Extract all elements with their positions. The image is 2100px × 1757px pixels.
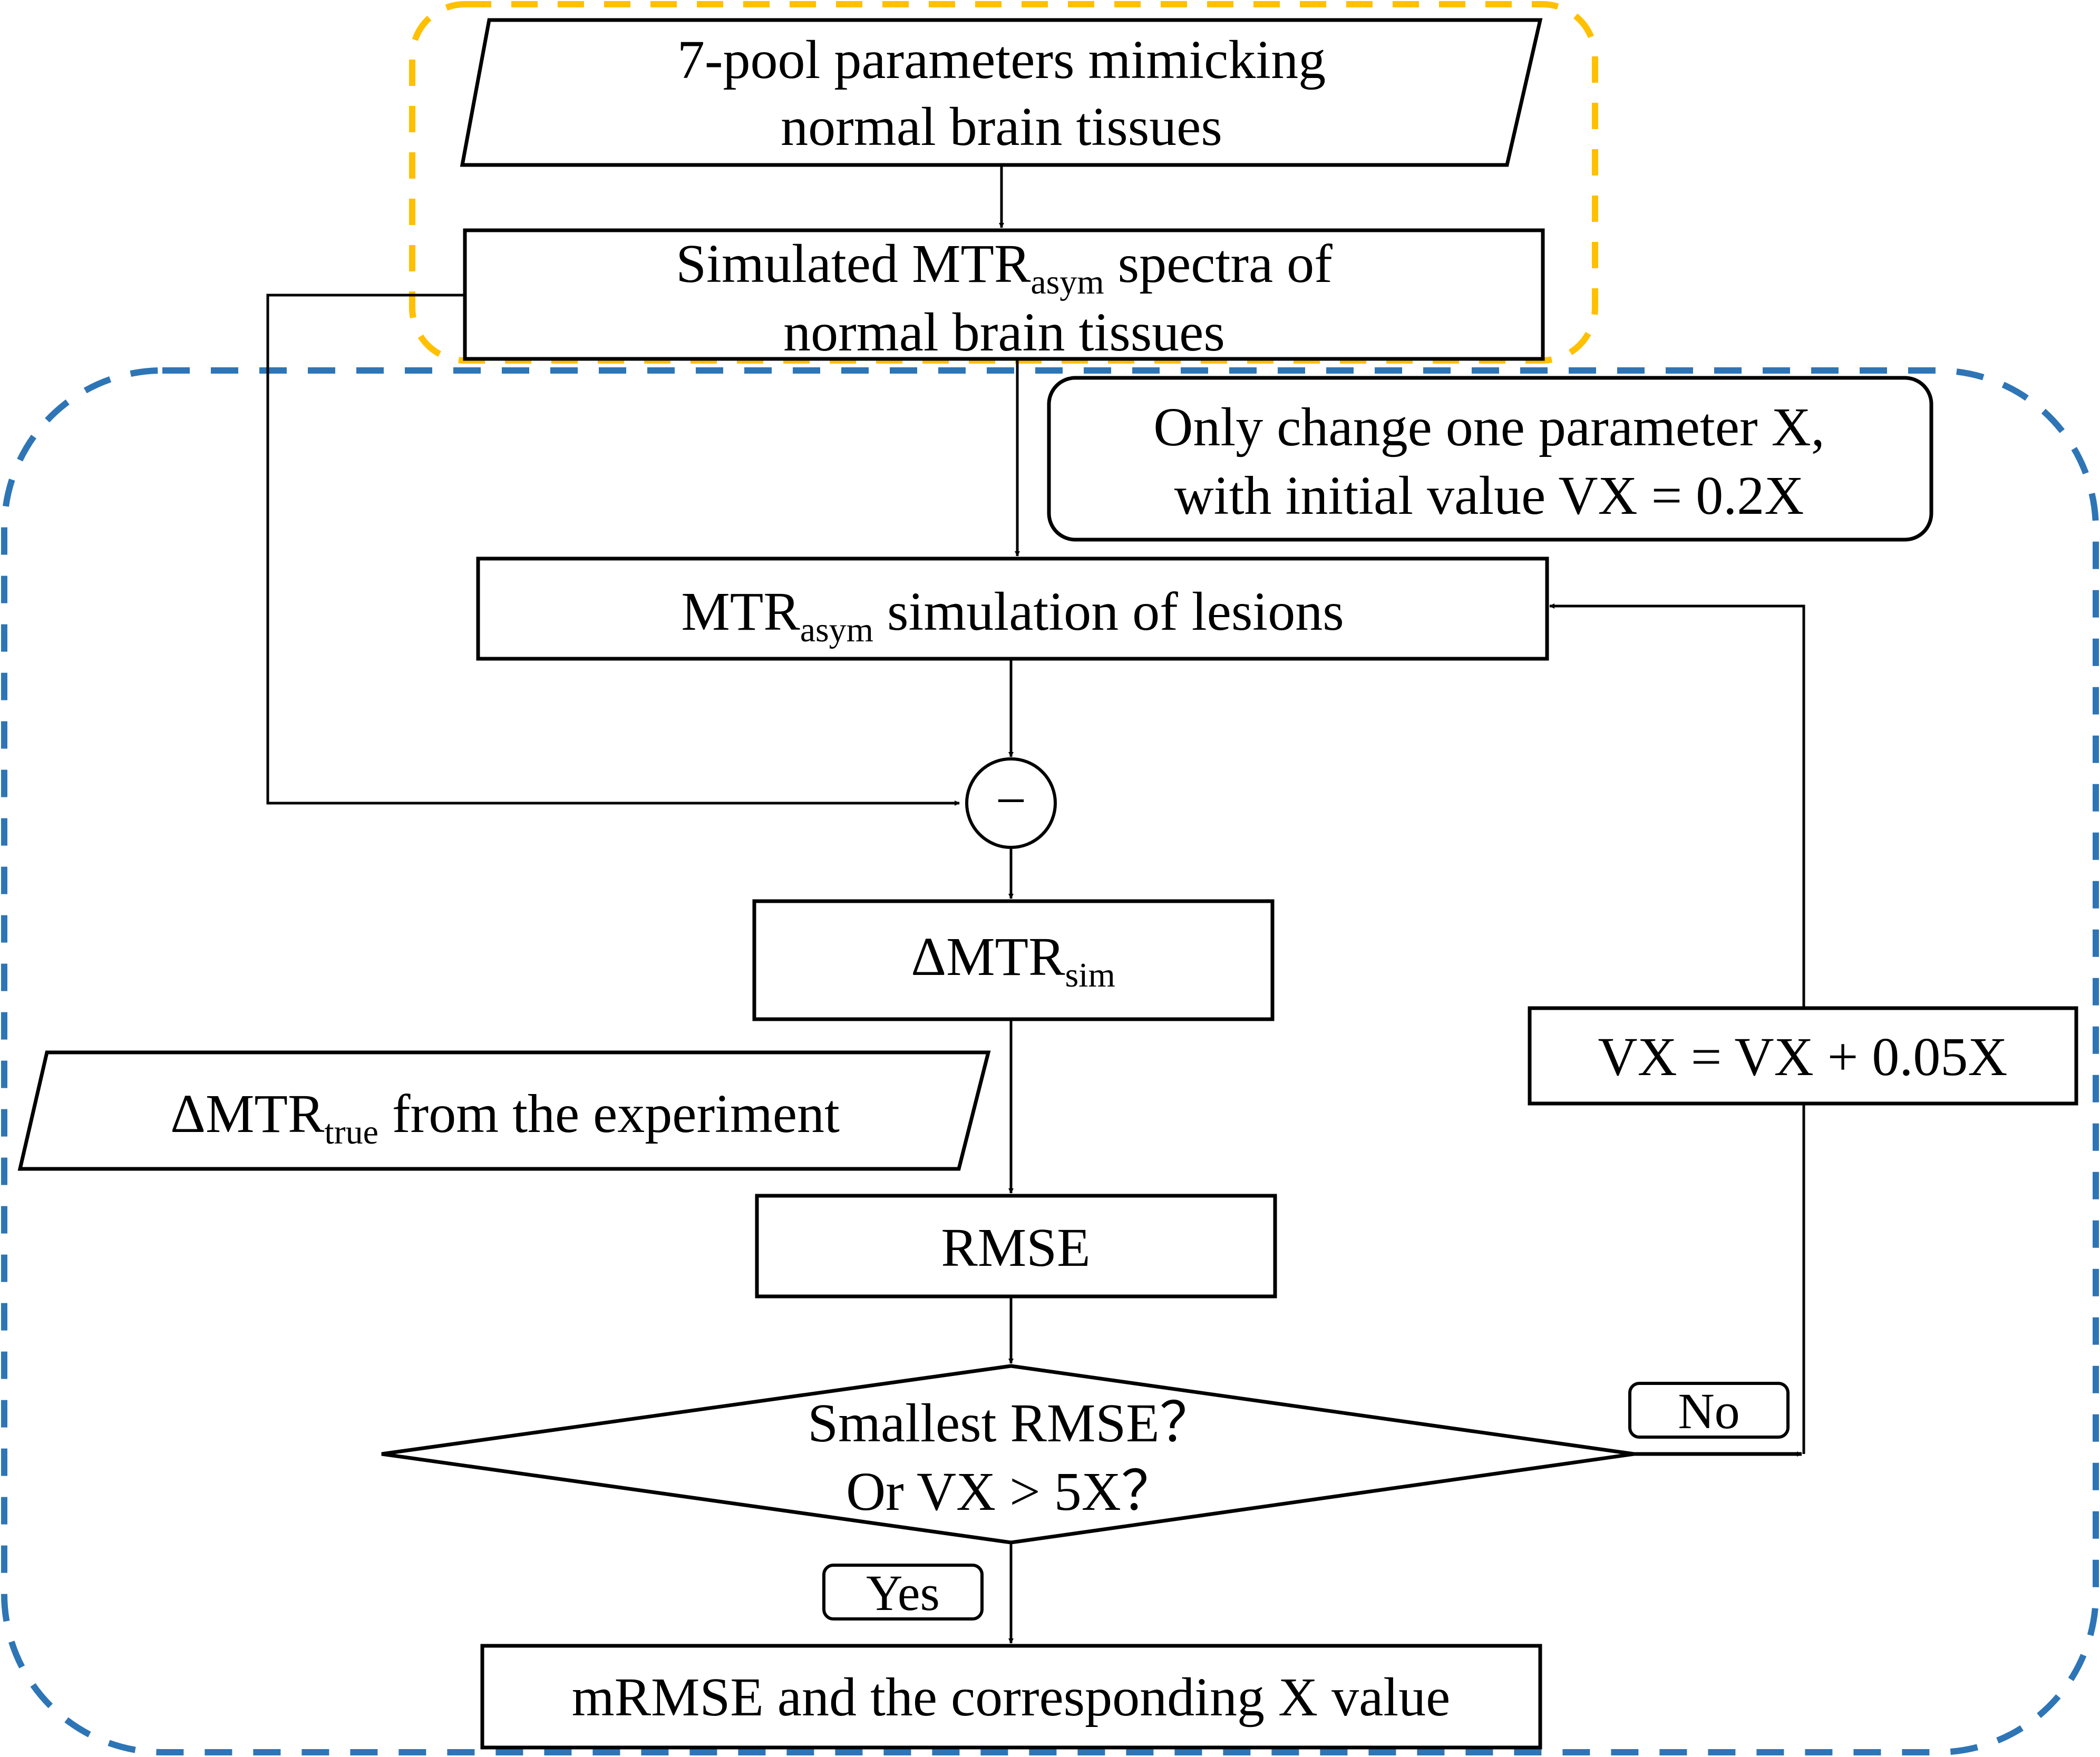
lesion-sim-box xyxy=(476,557,1549,661)
decision-line2: Or VX > 5X？ xyxy=(846,1461,1176,1522)
rmse-label: RMSE xyxy=(941,1217,1090,1278)
lesion-sim-label: MTRasym simulation of lesions xyxy=(681,581,1344,649)
loop-region-border xyxy=(1,367,2099,1755)
normal-spectra-line1: Simulated MTRasym spectra of xyxy=(676,233,1333,301)
change-param-line1: Only change one parameter X, xyxy=(1153,397,1824,457)
result-box xyxy=(480,1644,1542,1750)
delta-sim-label: ΔMTRsim xyxy=(911,926,1115,994)
change-param-line2: with initial value VX = 0.2X xyxy=(1174,465,1804,526)
no-label: No xyxy=(1678,1383,1739,1439)
params-input-line1: 7-pool parameters mimicking xyxy=(677,30,1326,90)
params-input-parallelogram xyxy=(460,18,1543,167)
normal-spectra-line2: normal brain tissues xyxy=(783,302,1225,363)
increment-label: VX = VX + 0.05X xyxy=(1598,1027,2008,1087)
minus-icon: − xyxy=(996,770,1027,831)
params-input-line2: normal brain tissues xyxy=(781,96,1222,157)
no-label-box xyxy=(1628,1382,1790,1439)
increment-box xyxy=(1528,1006,2078,1106)
yes-label-box xyxy=(822,1564,984,1621)
change-param-note xyxy=(1047,376,1933,542)
delta-true-input-parallelogram xyxy=(17,1050,991,1171)
result-label: mRMSE and the corresponding X value xyxy=(572,1667,1451,1727)
delta-true-label: ΔMTRtrue from the experiment xyxy=(170,1084,840,1151)
normal-spectra-box xyxy=(463,228,1545,361)
arrow-spectra-to-subtract xyxy=(266,294,960,806)
delta-sim-box xyxy=(752,899,1275,1021)
arrow-increment-to-lesion xyxy=(1549,603,1805,1008)
rmse-box xyxy=(755,1194,1277,1299)
decision-line1: Smallest RMSE？ xyxy=(808,1393,1214,1453)
yes-label: Yes xyxy=(866,1565,940,1621)
